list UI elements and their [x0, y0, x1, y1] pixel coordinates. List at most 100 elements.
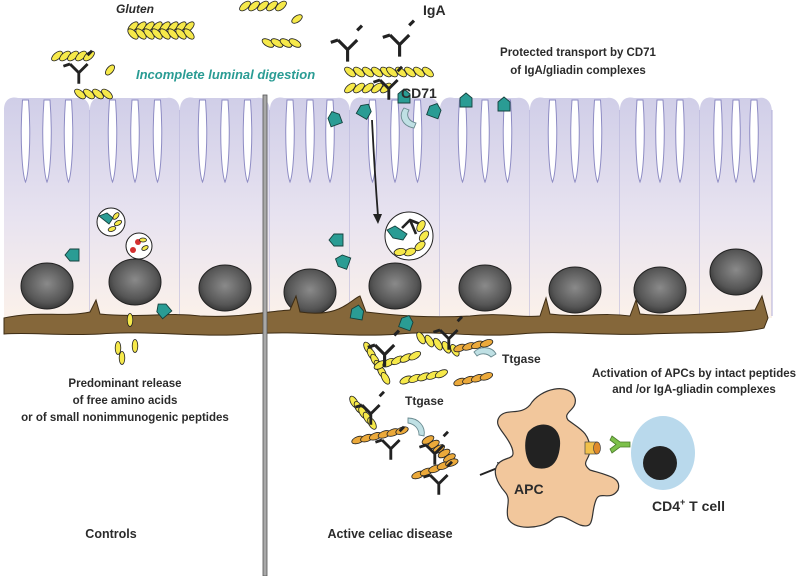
- nucleus: [108, 258, 162, 306]
- lumen-contents: [51, 0, 494, 495]
- apc-activation-label-line2: and /or IgA-gliadin complexes: [612, 384, 776, 396]
- gluten-peptide: [239, 0, 287, 12]
- panel-divider: [262, 94, 268, 576]
- gluten-peptide: [373, 350, 422, 370]
- microvillus-gap: [713, 99, 723, 184]
- nucleus: [633, 266, 687, 314]
- iga-antibody: [422, 460, 454, 495]
- iga-antibody: [432, 315, 464, 350]
- microvillus-gap: [285, 99, 295, 184]
- gluten-peptide: [127, 28, 195, 40]
- gluten-label: Gluten: [116, 2, 154, 16]
- epithelial-cell: [350, 97, 441, 318]
- epithelial-cell: [4, 97, 91, 318]
- peptide-bead: [159, 28, 171, 40]
- microvillus-gap: [42, 99, 52, 184]
- iga-antibody: [330, 24, 364, 62]
- iga-shape: [62, 49, 94, 84]
- peptide-bead: [288, 38, 302, 48]
- microvillus-gap: [63, 99, 74, 184]
- t-cell-label-suffix: T cell: [685, 498, 725, 514]
- gliadin-peptide: [334, 254, 352, 270]
- iga-shape: [432, 315, 464, 350]
- peptide-bead: [479, 372, 494, 381]
- amino-acid: [114, 341, 122, 355]
- protected-transport-label-line1: Protected transport by CD71: [500, 47, 657, 59]
- peptide-bead: [416, 331, 426, 345]
- t-cell-nucleus: [643, 446, 677, 480]
- iga-shape: [422, 460, 454, 495]
- peptide-bead: [151, 28, 163, 40]
- ttgase-enzyme-2: [407, 417, 425, 437]
- peptide-bead: [127, 28, 139, 40]
- epithelial-cell: [440, 97, 531, 318]
- apc-cell: [494, 388, 620, 528]
- microvillus-gap: [570, 99, 580, 184]
- ttgase-enzyme-1: [473, 347, 497, 358]
- nucleus: [709, 248, 763, 296]
- peptide-bead: [422, 66, 434, 78]
- controls-release-label-line1: Predominant release: [68, 378, 181, 390]
- iga-shape: [418, 430, 450, 465]
- mhc-molecule: [584, 441, 601, 455]
- microvillus-gap: [412, 99, 423, 184]
- epithelium: [4, 97, 773, 318]
- peptide-bead: [433, 337, 443, 351]
- nucleus: [20, 262, 74, 310]
- gliadin-peptide: [426, 102, 442, 120]
- peptide-bead: [344, 82, 356, 94]
- peptide-bead: [167, 28, 179, 40]
- microvillus-gap: [635, 99, 645, 184]
- peptide-bead: [92, 88, 104, 100]
- t-cell-label-sup: +: [680, 497, 685, 507]
- iga-shape: [367, 329, 401, 367]
- nucleus: [548, 266, 602, 314]
- panel-label-celiac: Active celiac disease: [327, 527, 452, 541]
- peptide-bead: [143, 28, 155, 40]
- epithelial-cell: [700, 97, 773, 318]
- apc-nucleus: [525, 424, 561, 469]
- peptide-bead: [83, 88, 95, 100]
- iga-shape: [330, 24, 364, 62]
- apc-activation-label-line1: Activation of APCs by intact peptides: [592, 368, 796, 380]
- microvillus-gap: [547, 99, 558, 184]
- peptide-bead: [83, 50, 95, 62]
- deamidated-peptide: [453, 339, 494, 353]
- peptide-bead: [74, 88, 86, 100]
- peptide-bead: [371, 66, 383, 78]
- peptide-bead: [380, 372, 391, 385]
- peptide-bead: [239, 0, 251, 12]
- panel-label-controls: Controls: [85, 527, 136, 541]
- iga-antibody: [374, 425, 406, 460]
- iga-shape: [374, 425, 406, 460]
- amino-acid: [126, 313, 134, 327]
- vesicle-controls-1: [96, 207, 126, 237]
- epithelial-cell: [180, 97, 271, 318]
- peptide-bead: [101, 88, 113, 100]
- gliadin-peptide: [328, 233, 344, 247]
- peptide-bead: [424, 334, 435, 348]
- microvillus-gap: [592, 99, 603, 184]
- peptide-bead: [67, 50, 79, 62]
- microvillus-gap: [220, 99, 230, 184]
- epithelial-cell: [90, 97, 181, 318]
- gluten-peptide: [74, 88, 113, 100]
- peptide-bead: [275, 0, 287, 12]
- microvillus-gap: [20, 99, 31, 184]
- epithelial-cell: [620, 97, 701, 318]
- gliadin-peptide: [397, 88, 411, 104]
- gliadin-peptide: [156, 303, 173, 320]
- nucleus: [368, 262, 422, 310]
- epithelial-cell: [530, 97, 621, 318]
- gliadin-peptides: [64, 88, 511, 332]
- peptide-bead: [279, 38, 293, 48]
- microvillus-gap: [480, 99, 490, 184]
- t-cell-label: CD4+ T cell: [652, 497, 725, 514]
- protected-transport-label-line2: of IgA/gliadin complexes: [510, 65, 645, 77]
- iga-antibody: [418, 430, 450, 465]
- iga-shape: [372, 65, 404, 100]
- iga-antibody: [354, 390, 386, 425]
- deamidated-peptide: [453, 372, 494, 387]
- ttgase-label-1: Ttgase: [502, 352, 541, 366]
- iga-antibody: [372, 65, 404, 100]
